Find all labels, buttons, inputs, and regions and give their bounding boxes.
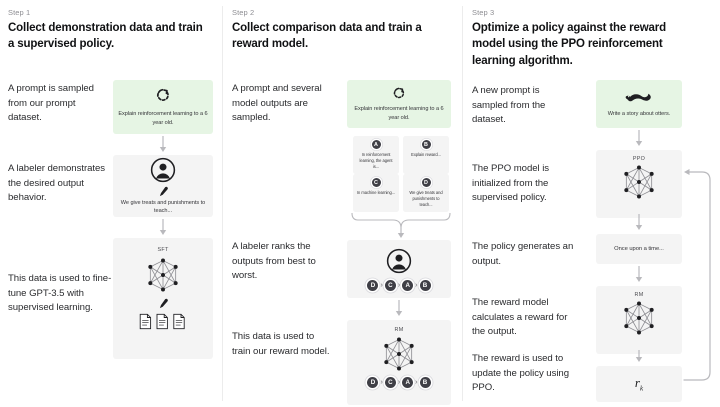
step-1-caption-1: A prompt is sampled from our prompt data… (8, 83, 94, 124)
step-2-brace-arrow (350, 211, 452, 239)
output-text-d: We give treats and punishments to teach.… (409, 190, 443, 207)
rank-4: B (419, 279, 431, 291)
column-divider-2 (462, 6, 463, 401)
labeler-person-icon (386, 248, 412, 274)
step-3-label: Step 3 (472, 8, 495, 17)
rm-rank-sep-1: › (380, 379, 383, 386)
neural-network-icon (143, 256, 183, 294)
rm-rank-4: B (419, 377, 431, 388)
neural-network-icon (379, 335, 419, 373)
step-2-caption-2: A labeler ranks the outputs from best to… (232, 241, 316, 282)
step-3-caption-5: The reward is used to update the policy … (472, 353, 569, 394)
step-3-ppo-label: PPO (632, 156, 646, 162)
step-2-label: Step 2 (232, 8, 255, 17)
rank-sep-1: › (380, 281, 383, 289)
step-1-title: Collect demonstration data and train a s… (8, 22, 203, 51)
pencil-icon (159, 298, 168, 309)
step-1-caption-2: A labeler demonstrates the desired outpu… (8, 163, 106, 204)
output-letter-a: A (371, 140, 381, 149)
step-3-reward-box[interactable]: rk (596, 366, 682, 402)
step-1-column: Step 1 Collect demonstration data and tr… (0, 0, 222, 407)
step-2-rm-box[interactable]: RM D › C › A › B (347, 320, 451, 405)
step-3-arrow-1 (633, 130, 645, 148)
step-1-sft-box[interactable]: SFT (113, 238, 213, 359)
step-2-ranking-row: D › C › A › B (367, 279, 431, 291)
reward-symbol-base: r (634, 375, 640, 391)
rank-3: A (402, 279, 414, 291)
step-2-column: Step 2 Collect comparison data and train… (222, 0, 462, 407)
step-2-output-a[interactable]: A In reinforcement learning, the agent i… (353, 136, 399, 174)
rank-2: C (384, 279, 396, 291)
step-3-output-text: Once upon a time... (614, 245, 664, 252)
reward-symbol-subscript: k (639, 384, 644, 393)
step-2-caption-3: This data is used to train our reward mo… (232, 331, 330, 357)
step-1-labeler-box[interactable]: We give treats and punishments to teach.… (113, 155, 213, 217)
step-1-label: Step 1 (8, 8, 31, 17)
step-3-output-box[interactable]: Once upon a time... (596, 234, 682, 264)
step-2-caption-1: A prompt and several model outputs are s… (232, 83, 322, 124)
step-3-arrow-4 (633, 350, 645, 364)
step-2-rm-ranking-row: D › C › A › B (367, 377, 431, 388)
step-2-output-d[interactable]: D We give treats and punishments to teac… (403, 174, 449, 212)
pencil-icon (159, 186, 168, 197)
rm-rank-1: D (367, 377, 379, 388)
rm-rank-2: C (384, 377, 396, 388)
step-2-prompt-box[interactable]: Explain reinforcement learning to a 6 ye… (347, 80, 451, 128)
rank-1: D (367, 279, 379, 291)
output-letter-d: D (421, 178, 431, 187)
rm-rank-3: A (402, 377, 414, 388)
step-1-sft-label: SFT (157, 247, 169, 253)
step-1-labeler-text: We give treats and punishments to teach.… (120, 199, 206, 214)
step-3-caption-1: A new prompt is sampled from the dataset… (472, 85, 546, 126)
step-3-title: Optimize a policy against the reward mod… (472, 22, 666, 67)
documents-icon (139, 313, 187, 330)
step-3-rm-label: RM (634, 292, 644, 298)
step-3-caption-3: The policy generates an output. (472, 241, 574, 267)
step-3-prompt-text: Write a story about otters. (607, 110, 671, 117)
step-1-caption-3: This data is used to fine-tune GPT-3.5 w… (8, 273, 112, 314)
step-3-rm-box[interactable]: RM (596, 286, 682, 354)
step-3-caption-2: The PPO model is initialized from the su… (472, 163, 550, 204)
step-3-caption-4: The reward model calculates a reward for… (472, 297, 568, 338)
neural-network-icon (619, 299, 659, 337)
labeler-person-icon (150, 157, 176, 183)
rm-rank-sep-2: › (397, 379, 401, 386)
column-divider-1 (222, 6, 223, 401)
rm-rank-sep-3: › (415, 379, 418, 386)
step-1-arrow-2 (157, 219, 169, 237)
step-2-title: Collect comparison data and train a rewa… (232, 22, 422, 51)
step-3-feedback-loop-arrow (680, 168, 714, 388)
reward-symbol: rk (635, 375, 643, 393)
recycle-loop-icon (155, 87, 171, 103)
step-2-prompt-text: Explain reinforcement learning to a 6 ye… (354, 106, 444, 121)
step-2-output-b[interactable]: B Explain reward... (403, 136, 449, 174)
neural-network-icon (619, 163, 659, 201)
step-2-arrow-2 (393, 300, 405, 318)
step-1-arrow-1 (157, 136, 169, 154)
rank-sep-3: › (415, 281, 418, 289)
step-2-rm-label: RM (394, 327, 404, 333)
step-3-column: Step 3 Optimize a policy against the rew… (462, 0, 720, 407)
recycle-loop-icon (392, 86, 406, 100)
step-3-prompt-box[interactable]: Write a story about otters. (596, 80, 682, 128)
step-3-ppo-box[interactable]: PPO (596, 150, 682, 218)
otter-icon (625, 90, 653, 104)
step-2-ranking-box[interactable]: D › C › A › B (347, 240, 451, 298)
step-2-output-c[interactable]: C In machine learning... (353, 174, 399, 212)
output-text-b: Explain reward... (411, 152, 441, 157)
step-3-arrow-3 (633, 266, 645, 284)
output-text-a: In reinforcement learning, the agent is.… (359, 152, 393, 169)
step-3-arrow-2 (633, 214, 645, 232)
step-1-prompt-text: Explain reinforcement learning to a 6 ye… (118, 111, 208, 126)
rank-sep-2: › (397, 281, 401, 289)
step-1-prompt-box[interactable]: Explain reinforcement learning to a 6 ye… (113, 80, 213, 134)
output-text-c: In machine learning... (356, 190, 396, 195)
output-letter-b: B (421, 140, 431, 149)
output-letter-c: C (371, 178, 381, 187)
